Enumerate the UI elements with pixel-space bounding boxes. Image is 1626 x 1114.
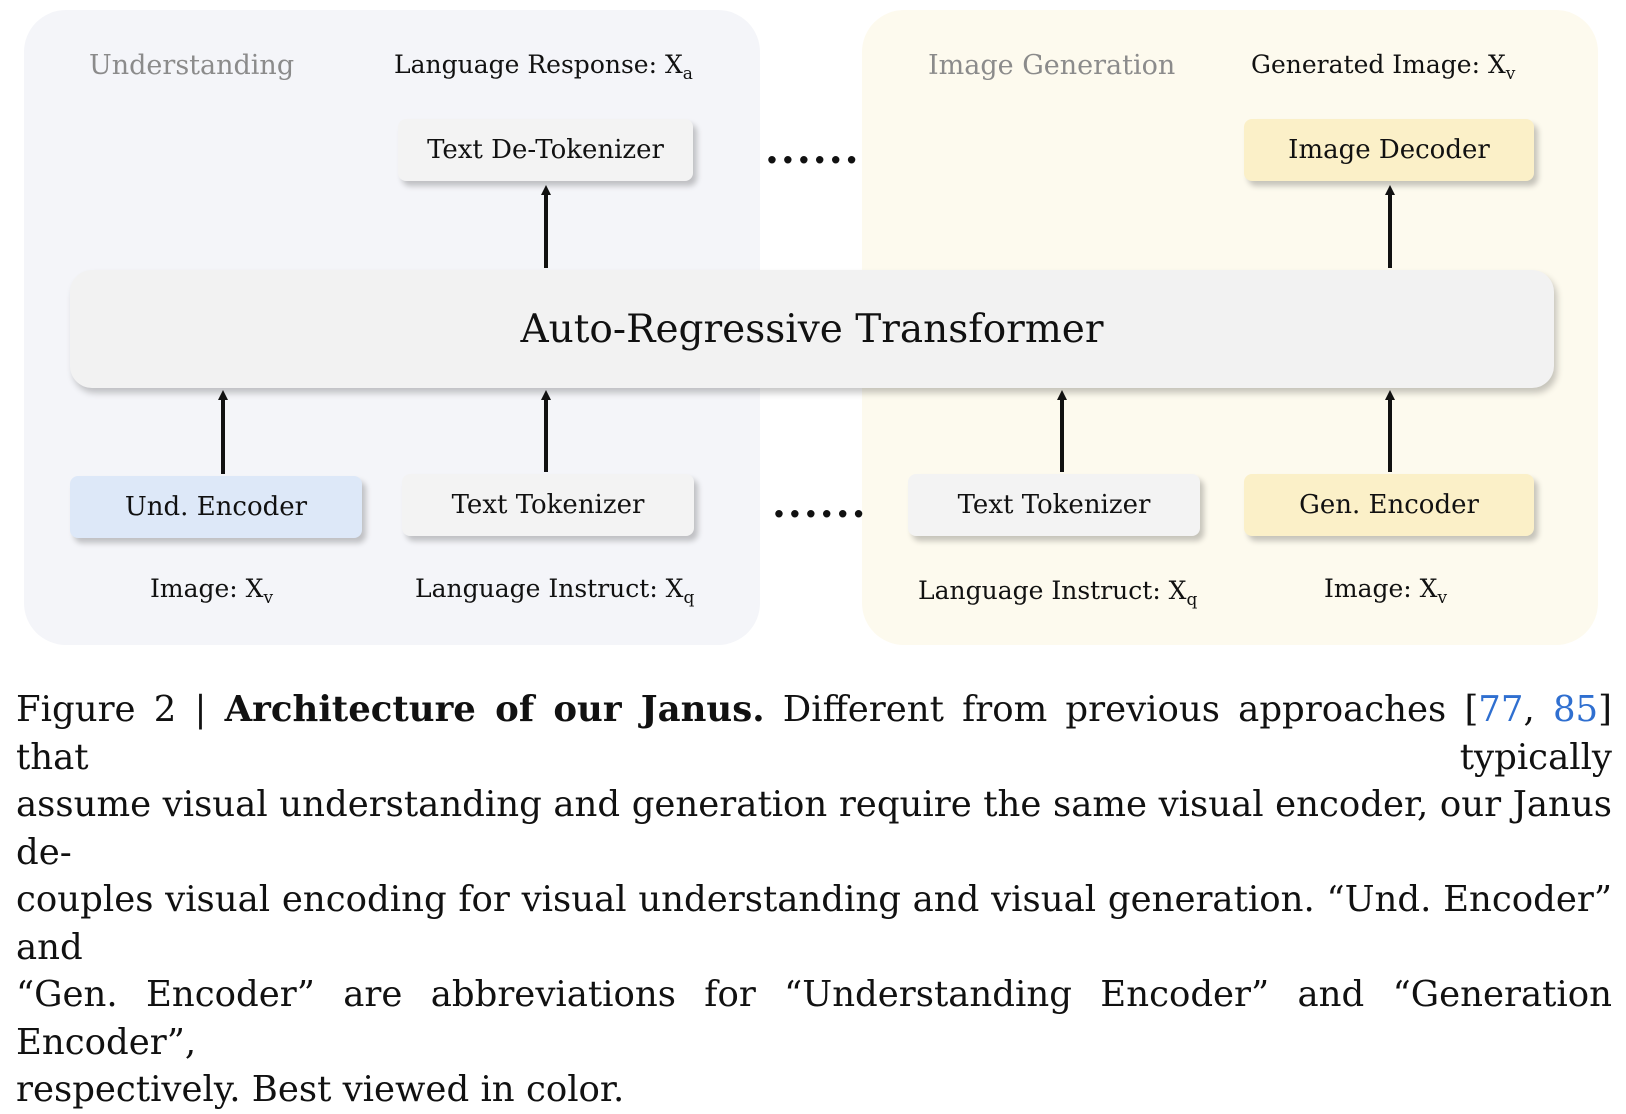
text-tokenizer-box-generation: Text Tokenizer (908, 474, 1200, 536)
language-instruct-label-generation: Language Instruct: Xq (918, 576, 1198, 610)
caption-line-5: respectively. Best viewed in color. (16, 1069, 625, 1110)
und-encoder-box: Und. Encoder (70, 476, 362, 538)
generated-image-label: Generated Image: Xv (1251, 50, 1516, 84)
understanding-title: Understanding (89, 50, 295, 81)
image-input-label-understanding: Image: Xv (150, 574, 274, 608)
citation-85[interactable]: 85 (1552, 689, 1599, 730)
auto-regressive-transformer: Auto-Regressive Transformer (70, 270, 1554, 388)
caption-line-3: couples visual encoding for visual under… (16, 879, 1612, 968)
image-input-label-generation: Image: Xv (1324, 574, 1448, 608)
text-tokenizer-box-understanding: Text Tokenizer (402, 474, 694, 536)
figure-caption: Figure 2 | Architecture of our Janus. Di… (16, 686, 1612, 1114)
ellipsis-top: ...... (765, 126, 861, 173)
text-detokenizer-box: Text De-Tokenizer (398, 119, 693, 181)
caption-line-1: Figure 2 | Architecture of our Janus. Di… (16, 689, 1612, 778)
image-generation-title: Image Generation (928, 50, 1176, 81)
language-instruct-label-understanding: Language Instruct: Xq (415, 574, 695, 608)
caption-line-2: assume visual understanding and generati… (16, 784, 1612, 873)
ellipsis-bottom: ...... (772, 480, 868, 527)
language-response-label: Language Response: Xa (394, 50, 693, 84)
gen-encoder-box: Gen. Encoder (1244, 474, 1534, 536)
citation-77[interactable]: 77 (1478, 689, 1524, 730)
caption-title: Architecture of our Janus. (224, 689, 765, 730)
image-decoder-box: Image Decoder (1244, 119, 1534, 181)
arrows-layer (218, 185, 1395, 474)
caption-line-4: “Gen. Encoder” are abbreviations for “Un… (16, 974, 1612, 1063)
